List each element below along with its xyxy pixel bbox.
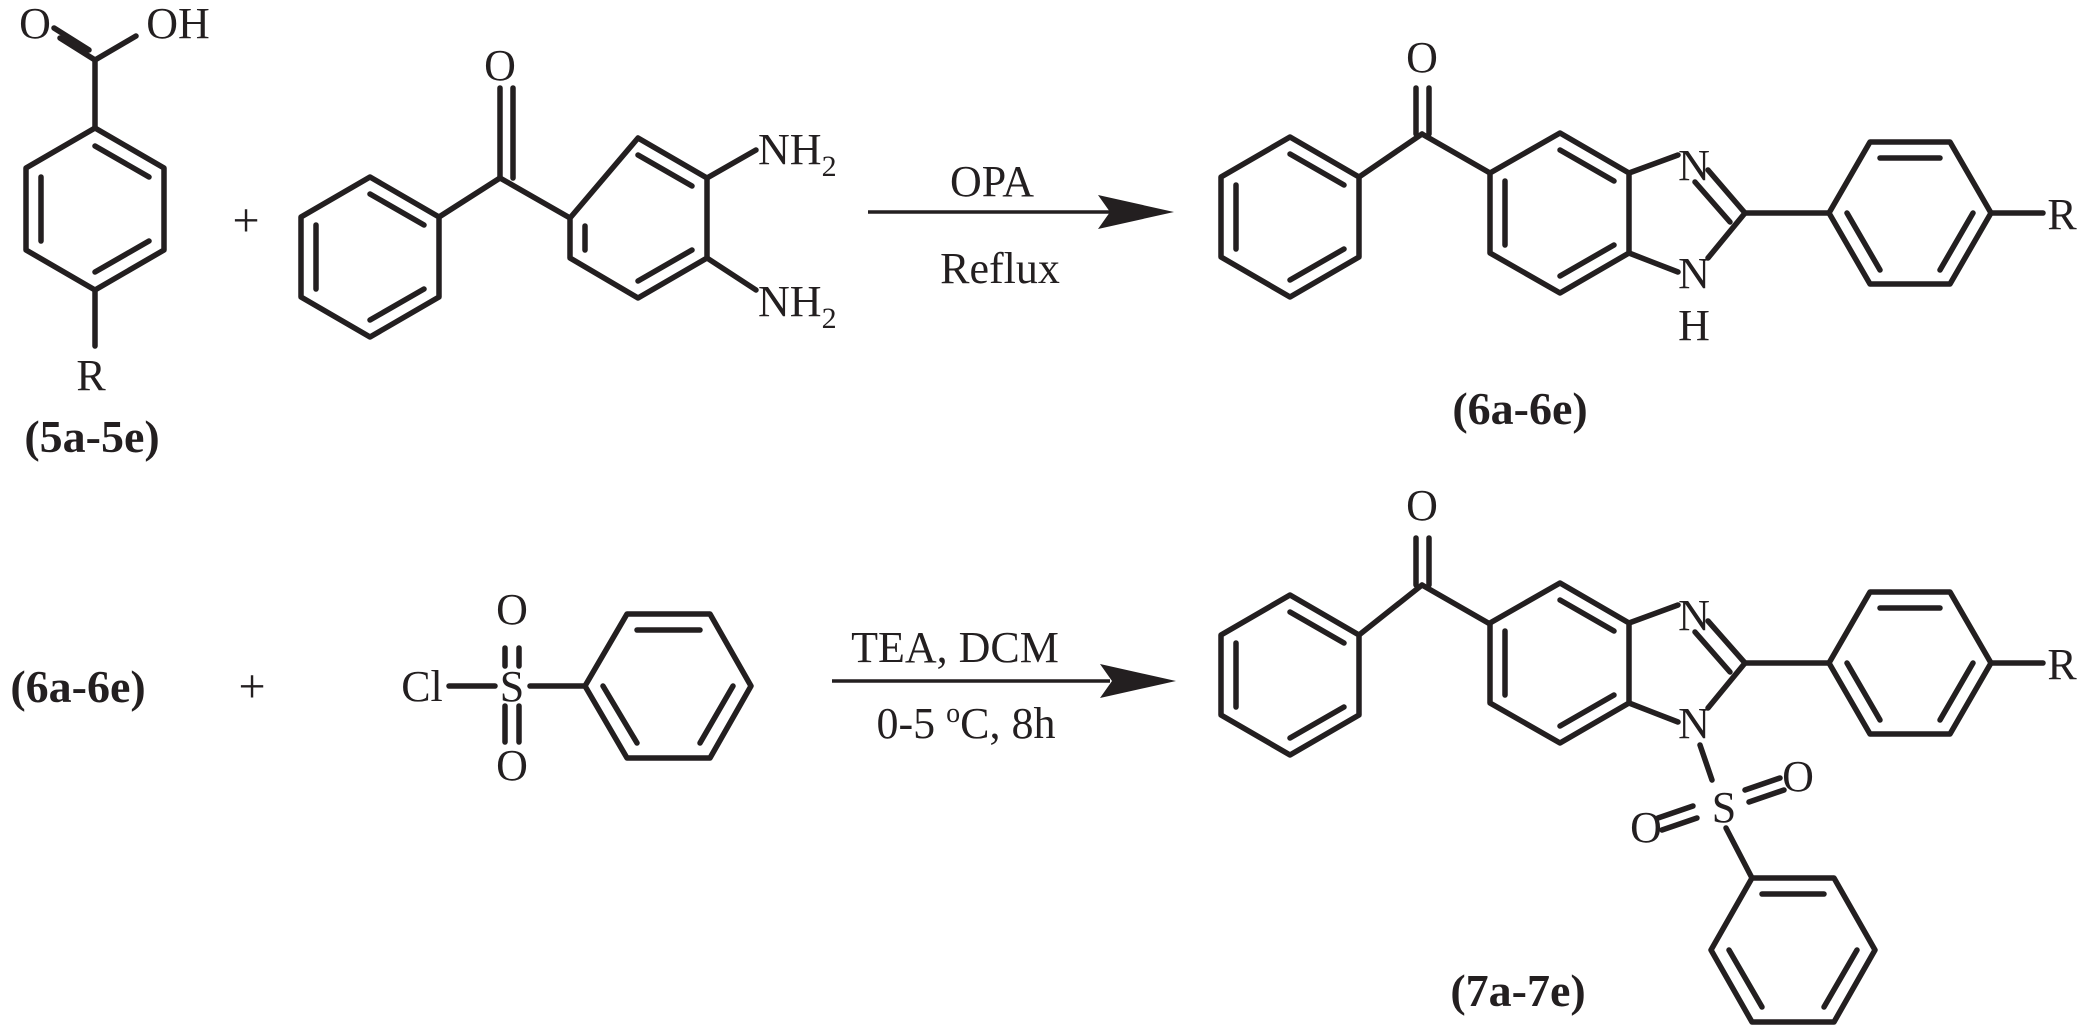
compound-label-6a-6e: (6a-6e) [1452, 383, 1587, 434]
imidazole-nh-hydrogen-label: H [1678, 301, 1710, 350]
sulfonylated-benzimidazole-product-structure: O N N R S O O [1218, 481, 2077, 1025]
product2-sulfonyl-oxygen-left-label: O [1630, 803, 1662, 852]
condition-temperature-time-label: 0-5 oC, 8h [876, 698, 1055, 748]
benzoic-acid-structure: O OH R [19, 0, 210, 400]
product-ketone-oxygen-label: O [1406, 33, 1438, 82]
sulfonyl-oxygen-bottom-label: O [496, 741, 528, 790]
plus-sign-2: + [238, 660, 265, 713]
condition-reflux-label: Reflux [940, 244, 1060, 293]
product2-imidazole-n1-label: N [1678, 699, 1710, 748]
compound-label-6a-6e-reactant: (6a-6e) [10, 661, 145, 712]
sulfonyl-sulfur-label: S [500, 662, 524, 711]
product2-imidazole-n3-label: N [1678, 591, 1710, 640]
hydroxyl-label: OH [146, 0, 210, 48]
reagents-tea-dcm-label: TEA, DCM [851, 623, 1059, 672]
compound-label-5a-5e: (5a-5e) [24, 411, 159, 462]
product2-r-substituent-label: R [2047, 640, 2077, 689]
benzenesulfonyl-chloride-structure: Cl S O O [401, 585, 754, 790]
plus-sign-1: + [232, 194, 259, 247]
sulfonyl-oxygen-top-label: O [496, 585, 528, 634]
compound-label-7a-7e: (7a-7e) [1450, 965, 1585, 1016]
amine-label-bottom: NH2 [758, 277, 837, 335]
diaminobenzophenone-structure: O NH2 NH2 [298, 41, 837, 340]
imidazole-n3-label: N [1678, 141, 1710, 190]
reaction-arrow-1: OPA Reflux [868, 157, 1174, 293]
product2-ketone-oxygen-label: O [1406, 481, 1438, 530]
benzimidazole-product-structure: O N N H R [1218, 33, 2077, 350]
product-r-substituent-label: R [2047, 190, 2077, 239]
carbonyl-oxygen-label: O [19, 0, 51, 48]
imidazole-n1-label: N [1678, 249, 1710, 298]
reagent-opa-label: OPA [950, 157, 1034, 206]
reaction-arrow-2: TEA, DCM 0-5 oC, 8h [832, 623, 1176, 748]
product2-sulfonyl-oxygen-right-label: O [1782, 752, 1814, 801]
chlorine-label: Cl [401, 662, 443, 711]
amine-label-top: NH2 [758, 125, 837, 183]
product2-sulfur-label: S [1712, 783, 1736, 832]
ketone-oxygen-label: O [484, 41, 516, 90]
r-substituent-label: R [76, 351, 106, 400]
